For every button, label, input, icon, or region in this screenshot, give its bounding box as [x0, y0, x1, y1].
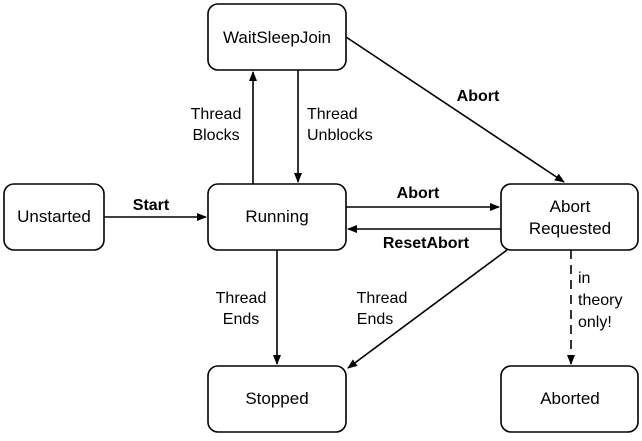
edge-thread-unblocks-label-line1: Thread: [307, 106, 358, 123]
edge-thread-blocks-label-line2: Blocks: [192, 127, 239, 144]
node-abort-requested: Abort Requested: [500, 183, 639, 251]
edge-start-label: Start: [133, 197, 170, 214]
node-aborted-label: Aborted: [540, 389, 600, 408]
node-waitsleepjoin: WaitSleepJoin: [207, 3, 347, 71]
node-stopped-label: Stopped: [245, 389, 308, 408]
node-abort-requested-label-line1: Abort: [550, 197, 591, 216]
edge-in-theory-only-label-line3: only!: [578, 314, 612, 331]
edge-thread-ends-left-label-line2: Ends: [223, 311, 259, 328]
node-aborted: Aborted: [500, 365, 639, 433]
node-abort-requested-label-line2: Requested: [529, 219, 611, 238]
node-running-label: Running: [245, 207, 308, 226]
edge-in-theory-only-label-line1: in: [578, 270, 590, 287]
edge-thread-ends-left-label-line1: Thread: [216, 290, 267, 307]
edge-thread-blocks-label-line1: Thread: [191, 106, 242, 123]
edge-thread-ends-right-label-line2: Ends: [357, 311, 393, 328]
edge-reset-abort-label: ResetAbort: [383, 235, 470, 252]
edge-abort-top-label: Abort: [457, 88, 500, 105]
edge-abort-top: [345, 36, 565, 183]
node-unstarted-label: Unstarted: [17, 207, 91, 226]
edge-abort-mid-label: Abort: [397, 185, 440, 202]
node-waitsleepjoin-label: WaitSleepJoin: [223, 28, 331, 47]
node-stopped: Stopped: [207, 365, 347, 433]
edge-in-theory-only-label-line2: theory: [578, 292, 622, 309]
edge-thread-ends-right: [347, 249, 508, 369]
edge-thread-unblocks-label-line2: Unblocks: [307, 127, 373, 144]
node-unstarted: Unstarted: [3, 183, 105, 251]
edge-thread-ends-right-label-line1: Thread: [357, 290, 408, 307]
node-running: Running: [207, 183, 347, 251]
